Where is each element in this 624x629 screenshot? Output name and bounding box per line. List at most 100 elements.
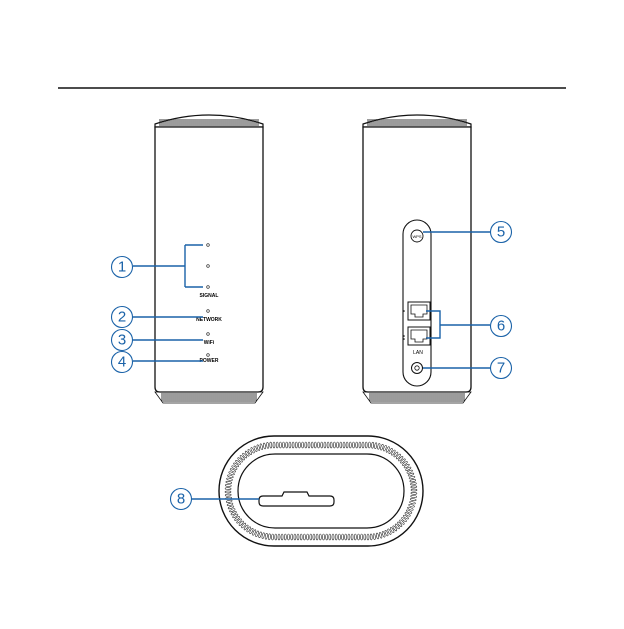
vent-slot bbox=[330, 442, 332, 448]
vent-slot bbox=[411, 486, 417, 489]
back-bottom-grille bbox=[363, 392, 471, 403]
callout-5: 5 bbox=[491, 222, 512, 243]
vent-slot bbox=[316, 534, 318, 540]
svg-text:2: 2 bbox=[118, 309, 126, 326]
callout-2: 2 bbox=[112, 307, 133, 328]
vent-slot bbox=[225, 488, 231, 490]
vent-slot bbox=[288, 534, 290, 540]
callout-7: 7 bbox=[491, 358, 512, 379]
vent-slot bbox=[337, 442, 339, 448]
wifi-label: WiFi bbox=[204, 340, 215, 346]
vent-slot bbox=[270, 442, 272, 448]
vent-slot bbox=[286, 442, 288, 448]
vent-slot bbox=[294, 534, 296, 540]
svg-text:3: 3 bbox=[118, 332, 126, 349]
vent-slot bbox=[298, 442, 300, 448]
front-top-cap bbox=[155, 115, 263, 127]
vent-slot bbox=[342, 534, 344, 540]
vent-slot bbox=[348, 534, 350, 540]
vent-slot bbox=[272, 534, 274, 540]
vent-slot bbox=[335, 534, 337, 540]
power-port bbox=[412, 363, 423, 374]
vent-slot bbox=[225, 491, 231, 493]
vent-slot bbox=[314, 442, 316, 448]
vent-slot bbox=[361, 534, 363, 540]
vent-slot bbox=[326, 534, 328, 540]
vent-slot bbox=[225, 494, 231, 497]
grille-base bbox=[363, 392, 471, 403]
vent-slot bbox=[300, 534, 302, 540]
vent-slot bbox=[318, 442, 320, 448]
vent-slot bbox=[308, 442, 310, 448]
vent-slot bbox=[310, 534, 312, 540]
vent-slot bbox=[297, 534, 299, 540]
lan-dot-2b bbox=[403, 338, 405, 340]
callout-1: 1 bbox=[112, 257, 133, 278]
vent-slot bbox=[367, 534, 369, 540]
vent-slot bbox=[368, 442, 370, 448]
front-bottom-grille bbox=[155, 392, 263, 403]
front-view: SIGNAL NETWORK WiFi POWER 1 2 3 4 bbox=[112, 115, 264, 403]
vent-slot bbox=[281, 534, 283, 540]
callout-8: 8 bbox=[171, 489, 192, 510]
vent-slot bbox=[362, 442, 364, 448]
svg-text:8: 8 bbox=[177, 491, 185, 508]
lan-port-2 bbox=[408, 327, 430, 345]
vent-slot bbox=[311, 442, 313, 448]
vent-slot bbox=[356, 442, 358, 448]
vent-slot bbox=[302, 442, 304, 448]
svg-text:6: 6 bbox=[497, 318, 505, 335]
lan-dot-1 bbox=[403, 310, 405, 312]
vent-slot bbox=[333, 442, 335, 448]
vent-slot bbox=[313, 534, 315, 540]
vent-slot bbox=[411, 492, 417, 494]
wps-label: WPS bbox=[412, 234, 421, 239]
vent-slot bbox=[324, 442, 326, 448]
vent-slot bbox=[327, 442, 329, 448]
lan-dot-2a bbox=[403, 335, 405, 337]
vent-slot bbox=[351, 534, 353, 540]
vent-slot bbox=[292, 442, 294, 448]
front-body bbox=[155, 127, 263, 392]
vent-slot bbox=[343, 442, 345, 448]
callout-3: 3 bbox=[112, 330, 133, 351]
vent-slot bbox=[275, 534, 277, 540]
svg-text:5: 5 bbox=[497, 224, 505, 241]
vent-slot bbox=[353, 442, 355, 448]
vent-slot bbox=[319, 534, 321, 540]
svg-text:1: 1 bbox=[118, 259, 126, 276]
vent-slot bbox=[338, 534, 340, 540]
wps-button: WPS bbox=[411, 230, 423, 242]
callout-6: 6 bbox=[491, 316, 512, 337]
signal-label: SIGNAL bbox=[200, 293, 219, 299]
vent-slot bbox=[370, 534, 372, 540]
vent-slot bbox=[303, 534, 305, 540]
vent-slot bbox=[358, 534, 360, 540]
vent-slot bbox=[276, 442, 278, 448]
vent-slot bbox=[329, 534, 331, 540]
vent-slot bbox=[273, 442, 275, 448]
vent-slot bbox=[411, 489, 417, 491]
vent-slot bbox=[289, 442, 291, 448]
vent-slot bbox=[340, 442, 342, 448]
vent-slot bbox=[279, 442, 281, 448]
vent-slot bbox=[284, 534, 286, 540]
vent-slot bbox=[305, 442, 307, 448]
bottom-inner-panel bbox=[238, 454, 404, 528]
vent-slot bbox=[307, 534, 309, 540]
back-top-cap bbox=[363, 115, 471, 127]
vent-slot bbox=[359, 442, 361, 448]
vent-slot bbox=[321, 442, 323, 448]
vent-slot bbox=[349, 442, 351, 448]
grille-base bbox=[155, 392, 263, 403]
vent-slot bbox=[345, 534, 347, 540]
callout-4: 4 bbox=[112, 352, 133, 373]
vent-slot bbox=[346, 442, 348, 448]
network-label: NETWORK bbox=[196, 317, 222, 323]
vent-slot bbox=[364, 534, 366, 540]
vent-slot bbox=[291, 534, 293, 540]
vent-slot bbox=[354, 534, 356, 540]
vent-slot bbox=[323, 534, 325, 540]
